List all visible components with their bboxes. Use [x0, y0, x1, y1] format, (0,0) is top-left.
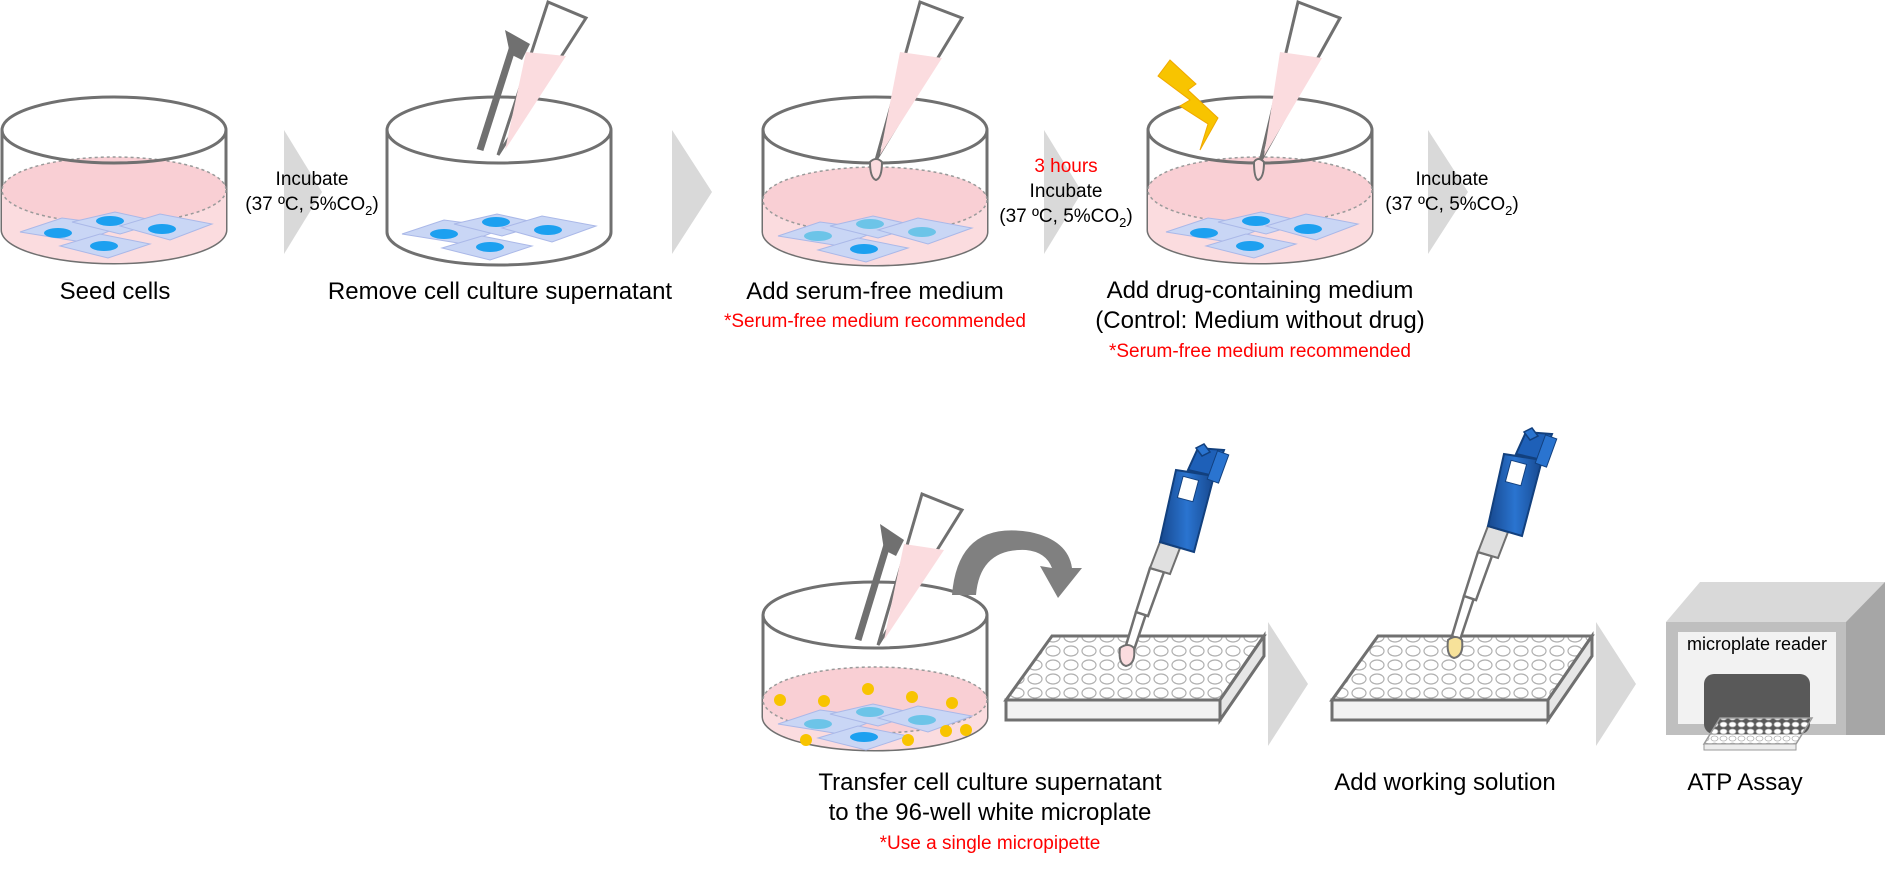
step-arrow-5 — [1268, 622, 1308, 746]
cell-cluster — [19, 211, 214, 259]
incubate-duration: 3 hours — [1034, 156, 1098, 177]
note-serum-free-recommended: *Serum-free medium recommended — [723, 311, 1026, 332]
incubate-condition-3: Incubate (37 ºC, 5%CO2) — [1362, 167, 1542, 223]
microplate-reader-label: microplate reader — [1686, 634, 1828, 654]
atp-particles — [774, 683, 972, 746]
incubate-conditions: (37 ºC, 5%CO2) — [1385, 194, 1519, 218]
cell-cluster — [777, 703, 974, 751]
step-label-remove-supernatant: Remove cell culture supernatant — [327, 278, 673, 305]
pipette-tip-icon — [496, 0, 589, 156]
step-label-transfer-line2: to the 96-well white microplate — [828, 799, 1152, 826]
step-arrow-6 — [1596, 622, 1636, 746]
incubate-conditions: (37 ºC, 5%CO2) — [999, 206, 1133, 230]
step-label-working-solution: Add working solution — [1334, 769, 1556, 796]
step-arrow-4 — [1428, 130, 1468, 254]
micropipette-icon — [1446, 427, 1558, 660]
pipette-tip-icon — [868, 0, 965, 182]
incubate-condition-2: 3 hours Incubate (37 ºC, 5%CO2) — [976, 154, 1156, 235]
step-label-atp-assay: ATP Assay — [1687, 769, 1803, 796]
microplate-96-well — [1003, 631, 1267, 725]
up-arrow-icon — [476, 30, 530, 152]
step-label-drug-medium: Add drug-containing medium (Control: Med… — [1060, 276, 1460, 336]
incubate-label: Incubate — [1029, 181, 1103, 202]
dish-remove-supernatant — [385, 0, 613, 267]
curved-transfer-arrow-icon — [952, 530, 1082, 598]
incubate-label: Incubate — [1415, 169, 1489, 190]
up-arrow-icon — [854, 524, 904, 642]
cell-cluster — [401, 213, 598, 261]
step-label-transfer-supernatant: Transfer cell culture supernatant to the… — [780, 768, 1200, 828]
cell-cluster — [777, 215, 974, 263]
note-serum-free-recommended-2: *Serum-free medium recommended — [1108, 341, 1411, 362]
step-arrow-1 — [284, 130, 322, 254]
step-label-drug-medium-line2: (Control: Medium without drug) — [1095, 307, 1425, 334]
pipette-tip-icon — [876, 491, 965, 646]
incubate-condition-1: Incubate (37 ºC, 5%CO2) — [222, 167, 402, 223]
micropipette-icon — [1118, 443, 1230, 668]
step-arrow-3 — [1044, 130, 1082, 254]
dish-transfer-supernatant — [761, 491, 989, 752]
dish-seed-cells — [0, 95, 228, 265]
dish-drug-medium — [1146, 0, 1374, 265]
pipette-tip-icon — [1252, 0, 1343, 182]
incubate-conditions: (37 ºC, 5%CO2) — [245, 194, 379, 218]
cell-cluster — [1165, 211, 1360, 259]
microplate-reader-icon — [1666, 582, 1885, 751]
microplate-96-well — [1329, 631, 1595, 725]
step-label-transfer-line1: Transfer cell culture supernatant — [818, 769, 1162, 796]
step-label-seed-cells: Seed cells — [59, 278, 171, 305]
step-arrow-2 — [672, 130, 712, 254]
incubate-label: Incubate — [275, 169, 349, 190]
step-label-serum-free-medium: Add serum-free medium — [746, 278, 1004, 305]
lightning-bolt-icon — [1157, 59, 1219, 151]
dish-serum-free-medium — [761, 0, 989, 267]
step-label-drug-medium-line1: Add drug-containing medium — [1106, 277, 1414, 304]
note-single-micropipette: *Use a single micropipette — [879, 833, 1101, 854]
